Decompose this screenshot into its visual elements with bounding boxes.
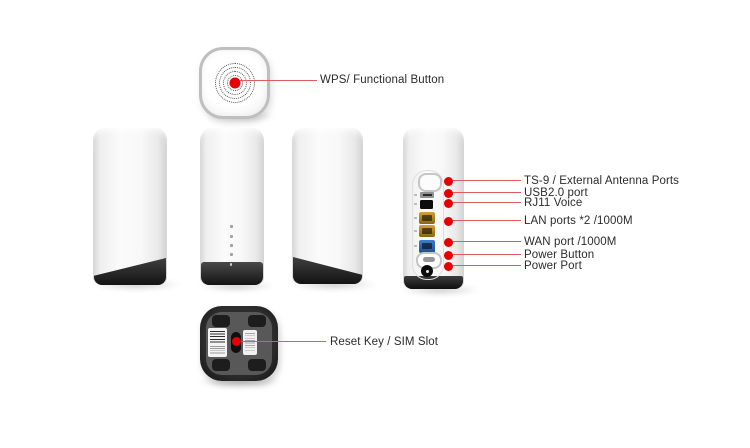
callout-line-wps bbox=[240, 80, 317, 82]
tower-base bbox=[404, 276, 463, 289]
wps-button-dot bbox=[229, 77, 240, 89]
callout-line-power-button bbox=[453, 254, 521, 256]
lan-port-2 bbox=[419, 225, 435, 237]
callout-line-reset bbox=[242, 341, 326, 343]
tower-body bbox=[200, 128, 264, 285]
rubber-foot bbox=[248, 315, 266, 327]
led-indicator bbox=[230, 253, 233, 256]
port-icon-mark bbox=[414, 194, 417, 196]
callout-label-lan: LAN ports *2 /1000M bbox=[524, 215, 633, 227]
side-view-left bbox=[93, 128, 167, 285]
top-view bbox=[199, 47, 270, 119]
callout-label-reset: Reset Key / SIM Slot bbox=[330, 336, 439, 348]
callout-label-antenna: TS-9 / External Antenna Ports bbox=[524, 175, 680, 187]
barcode bbox=[210, 331, 225, 344]
wan-port bbox=[419, 240, 435, 253]
callout-label-wan: WAN port /1000M bbox=[524, 236, 617, 248]
callout-line-wan bbox=[453, 241, 521, 243]
usb-slot bbox=[422, 194, 432, 196]
callout-dot-wan bbox=[444, 238, 453, 247]
rubber-foot bbox=[212, 359, 230, 371]
callout-line-rj11 bbox=[453, 202, 521, 204]
callout-line-antenna bbox=[453, 180, 521, 182]
lan-port-1 bbox=[419, 212, 435, 224]
callout-label-rj11: RJ11 Voice bbox=[524, 197, 583, 209]
port-icon-mark bbox=[414, 230, 417, 232]
side-view-right bbox=[292, 128, 363, 284]
callout-label-power-port: Power Port bbox=[524, 260, 582, 272]
barcode-label bbox=[208, 328, 227, 357]
callout-label-wps: WPS/ Functional Button bbox=[320, 74, 445, 86]
port-icon-mark bbox=[414, 203, 417, 205]
callout-dot-rj11 bbox=[444, 199, 453, 208]
callout-line-power-port bbox=[453, 265, 521, 267]
usb-port bbox=[420, 192, 434, 198]
label-fine-text bbox=[210, 346, 225, 355]
antenna-ports-cover bbox=[418, 173, 442, 192]
led-indicator bbox=[230, 225, 233, 228]
rj11-port bbox=[420, 200, 433, 209]
back-port-panel bbox=[412, 170, 444, 280]
callout-line-lan bbox=[453, 220, 521, 222]
callout-dot-reset bbox=[232, 337, 241, 346]
rubber-foot bbox=[248, 359, 266, 371]
port-icon-mark bbox=[414, 245, 417, 247]
callout-dot-antenna bbox=[444, 177, 453, 186]
tower-body bbox=[93, 128, 167, 285]
grille-ring bbox=[226, 75, 243, 91]
led-indicator bbox=[230, 244, 233, 247]
grille-ring bbox=[222, 71, 247, 95]
front-view bbox=[200, 128, 264, 285]
info-label bbox=[243, 330, 257, 355]
callout-dot-usb bbox=[444, 189, 453, 198]
tower-base bbox=[201, 262, 263, 285]
port-icon-mark bbox=[414, 217, 417, 219]
tower-body bbox=[292, 128, 363, 284]
led-indicator bbox=[230, 235, 233, 238]
callout-label-usb: USB2.0 port bbox=[524, 187, 588, 199]
led-indicator bbox=[230, 263, 232, 266]
lan-port-slot bbox=[422, 215, 432, 221]
power-button-pill bbox=[423, 257, 435, 262]
grille-ring bbox=[214, 63, 255, 103]
speaker-grille bbox=[214, 63, 255, 103]
callout-dot-lan bbox=[444, 217, 453, 226]
lan-port-slot bbox=[422, 228, 432, 234]
rubber-foot bbox=[212, 315, 230, 327]
callout-label-power-button: Power Button bbox=[524, 249, 595, 261]
power-pin bbox=[425, 269, 429, 273]
power-port bbox=[421, 265, 433, 277]
wan-port-slot bbox=[422, 243, 432, 249]
callout-line-usb bbox=[453, 192, 521, 194]
callout-dot-power-button bbox=[444, 251, 453, 260]
grille-ring bbox=[218, 67, 251, 99]
callout-dot-power-port bbox=[444, 262, 453, 271]
